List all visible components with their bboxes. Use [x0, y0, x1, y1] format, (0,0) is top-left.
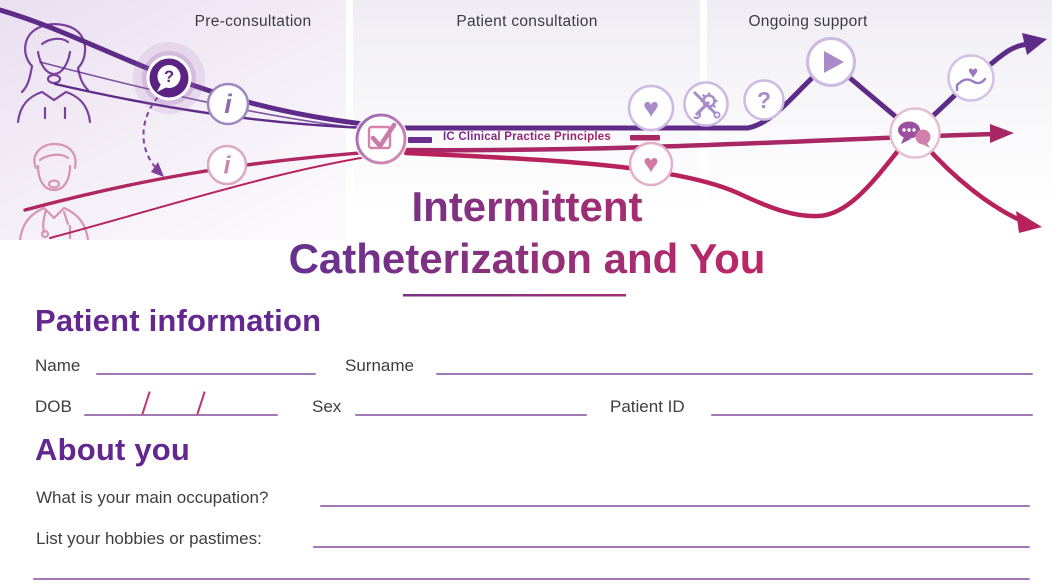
- info-icon-clinician: i: [206, 144, 248, 186]
- hobbies-question-label: List your hobbies or pastimes:: [36, 529, 262, 548]
- chat-icon: [889, 107, 941, 159]
- occupation-question-label: What is your main occupation?: [36, 488, 269, 507]
- dob-separator-slash: [196, 391, 206, 415]
- banner-dash-left: [408, 137, 432, 143]
- patient-icon: [16, 23, 92, 124]
- svg-text:♥: ♥: [643, 93, 659, 123]
- patient-id-label: Patient ID: [610, 397, 685, 416]
- title-line2: Catheterization and You: [289, 235, 766, 282]
- sex-label: Sex: [312, 397, 342, 416]
- hand-heart-icon: ♥: [947, 54, 995, 102]
- arrow-crimson: [1016, 211, 1042, 233]
- patient-id-field[interactable]: [711, 414, 1033, 416]
- name-field[interactable]: [96, 373, 316, 375]
- journey-line-clinician-support: [49, 151, 401, 239]
- no-tools-icon: [683, 81, 729, 127]
- surname-label: Surname: [345, 356, 414, 375]
- sex-field[interactable]: [355, 414, 587, 416]
- arrow-purple: [1022, 33, 1047, 55]
- question-icon: ?: [743, 79, 785, 121]
- banner-dash-right: [630, 135, 660, 141]
- svg-text:?: ?: [757, 87, 771, 113]
- journey-diagram: ? i i ♥ ♥: [0, 0, 1052, 240]
- hobbies-field-line2[interactable]: [33, 578, 1030, 580]
- dashed-connector-arrowhead: [151, 162, 164, 177]
- heart-icon-pink: ♥: [628, 141, 674, 187]
- hobbies-field[interactable]: [313, 546, 1030, 548]
- svg-text:♥: ♥: [643, 149, 658, 179]
- dashed-connector-arrow: [142, 96, 159, 169]
- dob-separator-slash: [141, 391, 151, 415]
- dob-field[interactable]: [84, 414, 278, 416]
- journey-path-crimson-out: [921, 141, 1027, 225]
- info-icon-patient: i: [206, 82, 250, 126]
- question-bubble-icon: ?: [133, 42, 205, 114]
- dob-label: DOB: [35, 397, 72, 416]
- journey-line-clinician-main: [23, 148, 404, 212]
- name-label: Name: [35, 356, 81, 375]
- patient-information-heading: Patient information: [35, 303, 322, 338]
- stage-label-patient-consultation: Patient consultation: [456, 13, 598, 30]
- banner-label: IC Clinical Practice Principles: [427, 131, 627, 143]
- title-line1: Intermittent: [412, 183, 643, 230]
- svg-text:i: i: [224, 89, 232, 119]
- svg-text:i: i: [224, 152, 232, 180]
- occupation-field[interactable]: [320, 505, 1030, 507]
- arrow-magenta: [990, 124, 1014, 143]
- svg-text:?: ?: [164, 68, 174, 86]
- title-underline: [403, 294, 626, 297]
- surname-field[interactable]: [436, 373, 1033, 375]
- checklist-icon: [354, 112, 408, 166]
- stage-label-ongoing-support: Ongoing support: [748, 13, 868, 30]
- heart-icon-purple: ♥: [627, 84, 675, 132]
- page-title: Intermittent Catheterization and You: [289, 183, 766, 297]
- journey-path-crimson-dip: [403, 138, 909, 219]
- play-icon: [806, 37, 856, 87]
- about-you-heading: About you: [35, 432, 191, 467]
- svg-text:♥: ♥: [968, 63, 978, 82]
- stage-label-pre-consultation: Pre-consultation: [194, 13, 312, 30]
- clinician-icon: [18, 142, 90, 240]
